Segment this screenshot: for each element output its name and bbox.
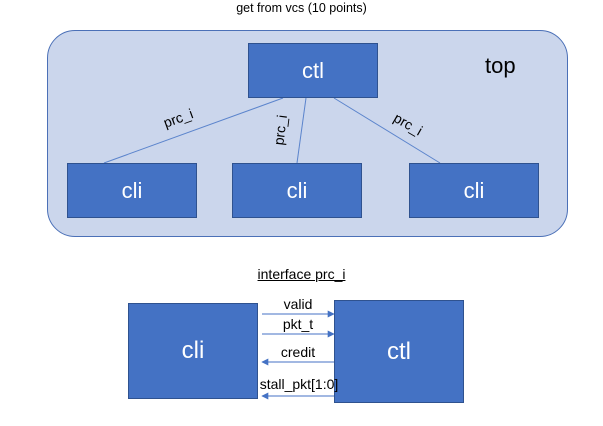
figure-caption: get from vcs (10 points) [236, 2, 367, 15]
edge-ctl-cli-2 [296, 97, 307, 164]
signal-stall-pkt: stall_pkt[1:0] [259, 376, 339, 392]
top-module-label: top [485, 53, 516, 78]
cli-interface-block: cli [128, 303, 258, 399]
interface-title: interface prc_i [257, 266, 346, 282]
cli-block-2: cli [232, 163, 362, 218]
cli-block-1: cli [67, 163, 197, 218]
edge-ctl-cli-1 [103, 97, 284, 164]
signal-pkt-t: pkt_t [282, 316, 314, 332]
signal-credit: credit [280, 344, 316, 360]
edge-ctl-cli-3 [333, 97, 441, 164]
cli-block-3: cli [409, 163, 539, 218]
ctl-block: ctl [248, 43, 378, 98]
ctl-interface-block: ctl [334, 300, 464, 403]
signal-valid: valid [283, 296, 313, 312]
